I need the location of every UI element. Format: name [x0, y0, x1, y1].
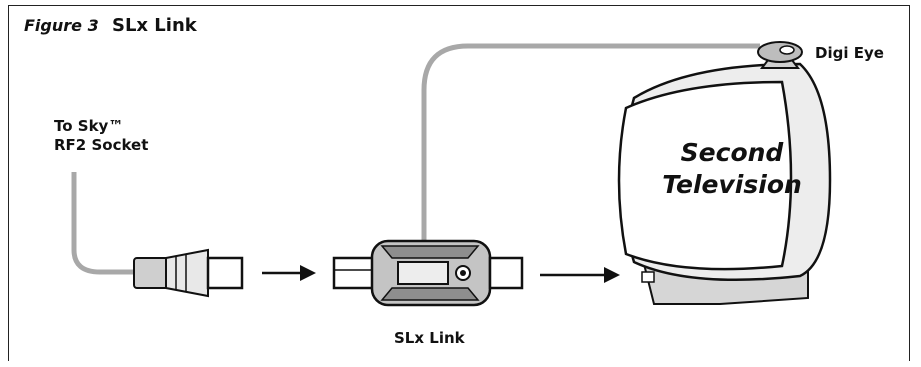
figure-number: Figure 3 — [24, 16, 99, 35]
figure-frame — [8, 5, 910, 361]
source-label-line1: To Sky™ — [54, 117, 124, 135]
digi-eye-label: Digi Eye — [815, 44, 884, 62]
television — [617, 62, 832, 305]
arrow-to-device — [262, 265, 316, 281]
digi-eye-cable — [421, 43, 760, 240]
source-label-line2: RF2 Socket — [54, 136, 149, 154]
television-label-line2: Television — [662, 170, 802, 199]
arrow-to-tv — [540, 267, 620, 283]
television-label-line1: Second — [680, 138, 784, 167]
figure-title: SLx Link — [112, 15, 197, 36]
television-label: Second Television — [662, 137, 802, 201]
source-label: To Sky™ RF2 Socket — [54, 117, 148, 155]
device-label: SLx Link — [394, 329, 465, 347]
slx-link-device — [332, 239, 524, 307]
digi-eye — [757, 41, 803, 69]
coax-plug — [133, 248, 244, 298]
input-cable — [71, 172, 140, 275]
